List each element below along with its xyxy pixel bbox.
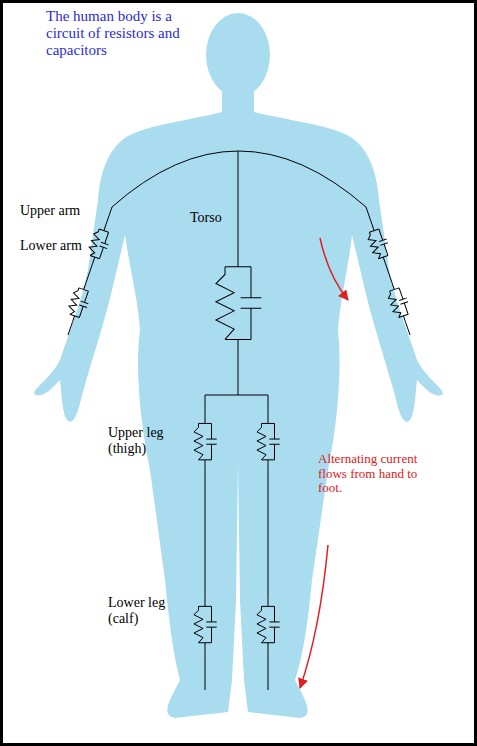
resistor-symbol [67,287,83,316]
diagram-title: The human body is a circuit of resistors… [46,8,186,58]
capacitor-symbol [269,423,279,459]
resistor-symbol [194,423,203,459]
current-arrow [300,545,328,688]
wire [205,651,206,690]
wire [268,468,269,599]
resistor-capacitor-pair [65,281,95,325]
wire [106,207,112,225]
resistor-symbol [194,606,203,642]
wire [68,322,73,335]
wire [199,599,212,651]
capacitor-symbol [206,423,216,459]
capacitor-symbol [75,290,92,319]
part-label: Torso [190,210,234,226]
circuit-wiring [65,151,414,690]
shoulder-wire [112,151,366,207]
wire [238,355,239,395]
resistor-symbol [386,290,402,319]
wire [225,251,251,355]
resistor-capacitor-pair [364,222,394,266]
wire [268,651,269,690]
wire [405,322,410,335]
wire [366,207,372,225]
wire [205,468,206,599]
capacitor-symbol [395,287,412,316]
hip-wire [205,395,268,396]
capacitor-symbol [375,228,392,257]
wire [205,395,206,416]
resistor-capacitor-pair [194,599,217,651]
part-label: Lower leg (calf) [108,595,180,626]
resistor-symbol [257,423,266,459]
capacitor-symbol [269,606,279,642]
resistor-capacitor-pair [85,222,115,266]
resistor-capacitor-pair [194,416,217,468]
part-label: Upper arm [20,203,110,219]
wire [262,416,275,468]
part-label: Upper leg (thigh) [108,425,180,456]
wire [262,599,275,651]
resistor-symbol [87,228,103,257]
capacitor-symbol [241,267,262,340]
part-label: Lower arm [20,238,94,254]
current-arrow [320,238,348,300]
resistor-capacitor-pair [257,416,280,468]
resistor-symbol [257,606,266,642]
capacitor-symbol [96,231,113,260]
wire [268,395,269,416]
wire [86,263,93,284]
resistor-symbol [366,231,382,260]
wire [385,263,392,284]
wire [238,151,239,251]
resistor-capacitor-pair [257,599,280,651]
capacitor-symbol [206,606,216,642]
resistor-capacitor-pair [216,251,262,355]
resistor-symbol [216,267,234,340]
current-note: Alternating current flows from hand to f… [318,452,430,496]
resistor-capacitor-pair [384,281,414,325]
body-silhouette [34,13,443,718]
wire [199,416,212,468]
